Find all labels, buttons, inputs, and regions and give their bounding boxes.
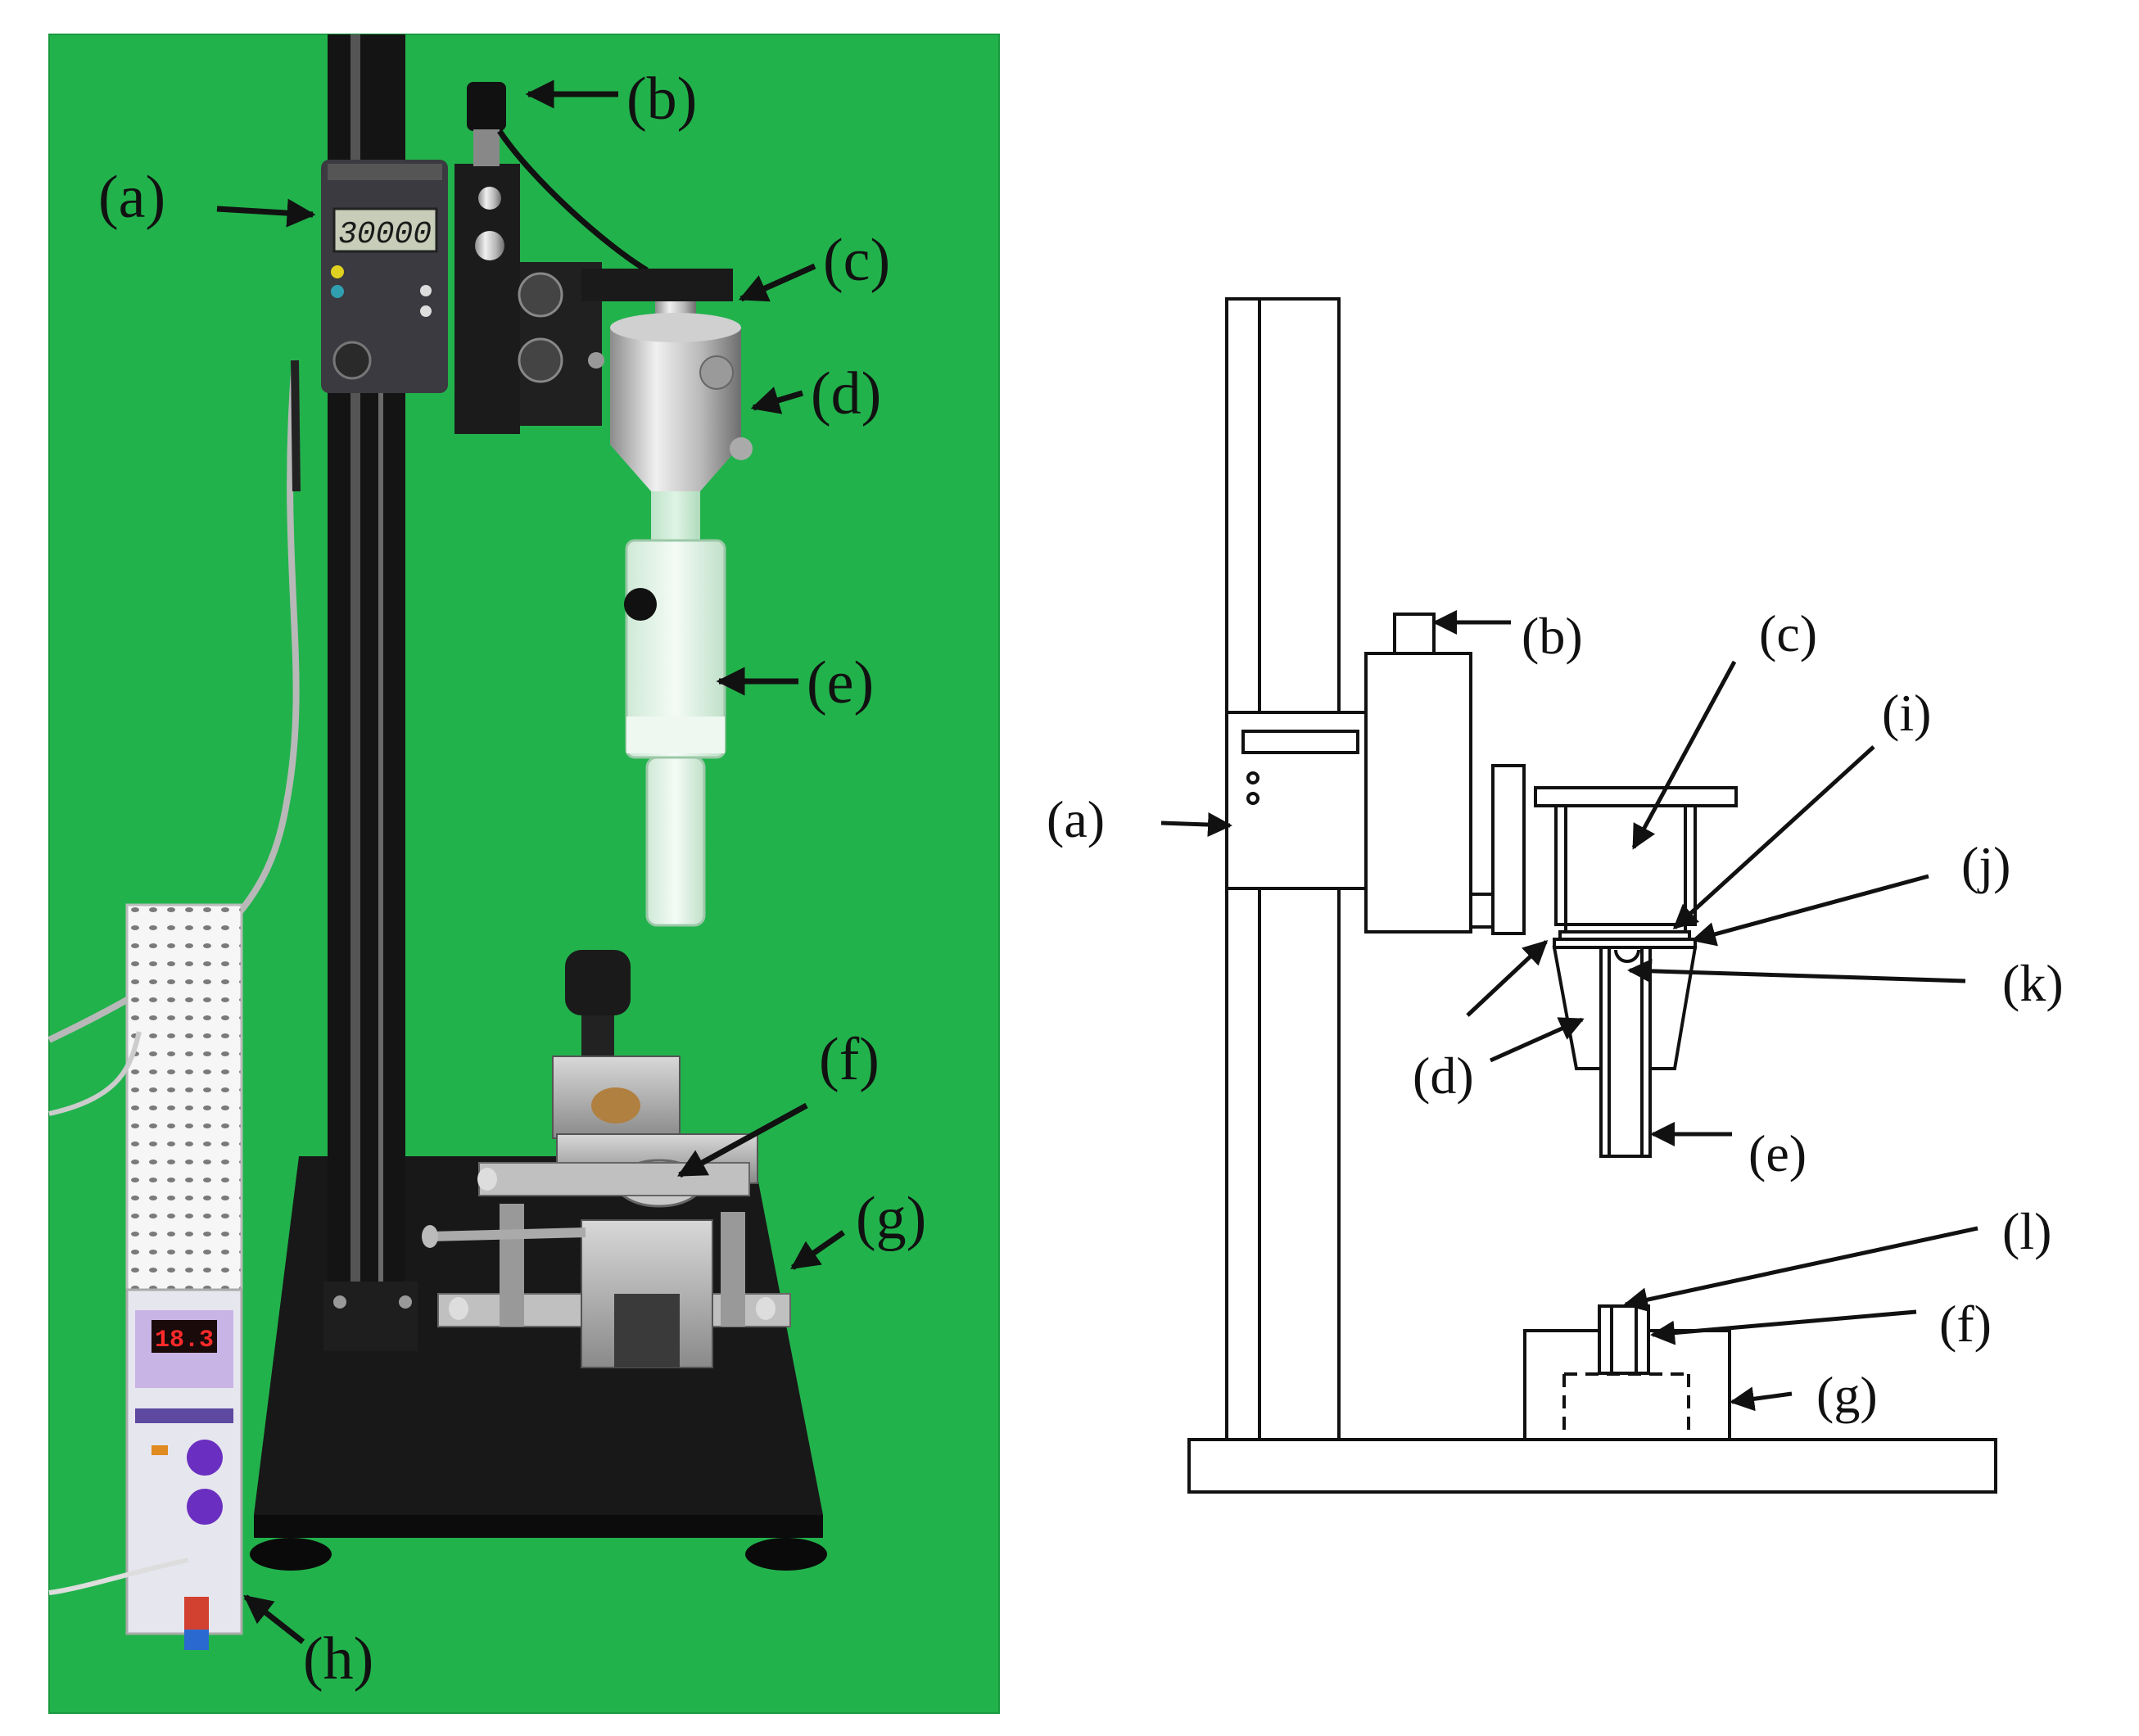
photo-label-c: (c): [823, 227, 890, 294]
schematic-label-i: (i): [1882, 684, 1931, 742]
photo-digital-gauge: 30000: [321, 160, 448, 393]
schematic-label-b: (b): [1522, 607, 1583, 665]
photo-label-f: (f): [819, 1026, 880, 1093]
lcd-reading: 30000: [338, 217, 432, 252]
schematic-label-c: (c): [1759, 604, 1817, 662]
photo-tube: [624, 539, 726, 927]
photo-label-d: (d): [811, 360, 881, 427]
schematic-label-a: (a): [1047, 790, 1105, 848]
schematic-label-j: (j): [1961, 836, 2010, 894]
schematic-label-d: (d): [1413, 1047, 1474, 1105]
schematic-clamp: [1364, 613, 1472, 934]
schematic-bracket: [1469, 764, 1526, 935]
apparatus-photo: 30000: [47, 34, 1000, 1714]
power-display: 18.3: [155, 1327, 214, 1354]
schematic-heater-head: [1534, 786, 1738, 949]
schematic-label-f: (f): [1939, 1295, 1992, 1353]
photo-label-h: (h): [303, 1625, 373, 1693]
photo-annotations: (a) (b) (c) (d) (e) (f) (g) (h): [98, 66, 926, 1693]
photo-specimen-vise: [422, 950, 791, 1368]
schematic-vise: [1523, 1304, 1731, 1441]
schematic-label-l: (l): [2002, 1202, 2051, 1260]
schematic-funnel-tube: [1552, 946, 1698, 1158]
photo-label-b: (b): [626, 66, 697, 133]
photo-power-supply: 18.3: [48, 903, 243, 1650]
photo-label-a: (a): [98, 164, 165, 231]
schematic-gauge: [1225, 711, 1378, 890]
apparatus-schematic: (a) (b) (c) (i) (j) (k) (d) (e) (l) (f) …: [1047, 297, 2064, 1494]
schematic-label-g: (g): [1816, 1366, 1878, 1424]
photo-label-g: (g): [856, 1185, 926, 1252]
schematic-label-k: (k): [2002, 954, 2064, 1012]
photo-label-e: (e): [807, 649, 874, 717]
schematic-label-e: (e): [1748, 1124, 1807, 1182]
photo-heater-head: [581, 269, 753, 540]
schematic-base: [1187, 1438, 1997, 1494]
schematic-annotations: (a) (b) (c) (i) (j) (k) (d) (e) (l) (f) …: [1047, 604, 2064, 1424]
